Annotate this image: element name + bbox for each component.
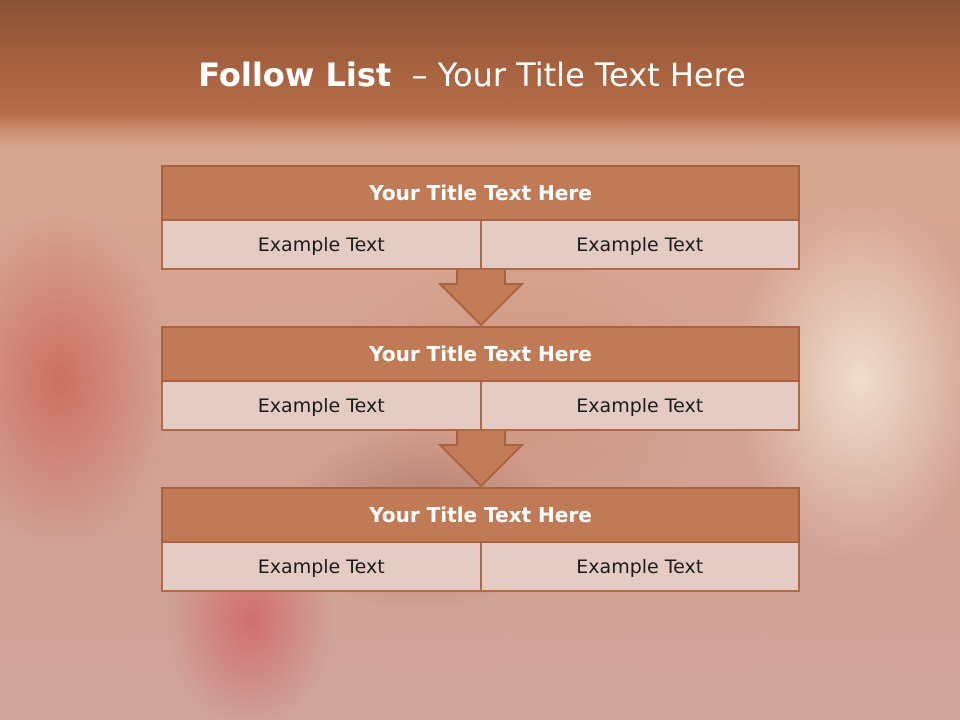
down-arrow-2 [437,429,525,487]
slide-title-rest: – Your Title Text Here [391,56,746,94]
block-title: Your Title Text Here [161,165,800,221]
block-cell-left: Example Text [161,543,482,592]
list-block-3: Your Title Text Here Example Text Exampl… [161,487,800,592]
block-cell-right: Example Text [481,543,800,592]
block-row: Example Text Example Text [161,543,800,592]
block-cell-right: Example Text [481,221,800,270]
down-arrow-1 [437,268,525,326]
slide-title: Follow List – Your Title Text Here [0,56,944,94]
slide-title-bold: Follow List [198,56,392,94]
block-row: Example Text Example Text [161,221,800,270]
list-block-2: Your Title Text Here Example Text Exampl… [161,326,800,431]
block-cell-left: Example Text [161,382,482,431]
block-title: Your Title Text Here [161,326,800,382]
header-band [0,0,960,150]
block-title: Your Title Text Here [161,487,800,543]
list-block-1: Your Title Text Here Example Text Exampl… [161,165,800,270]
block-cell-right: Example Text [481,382,800,431]
block-row: Example Text Example Text [161,382,800,431]
block-cell-left: Example Text [161,221,482,270]
